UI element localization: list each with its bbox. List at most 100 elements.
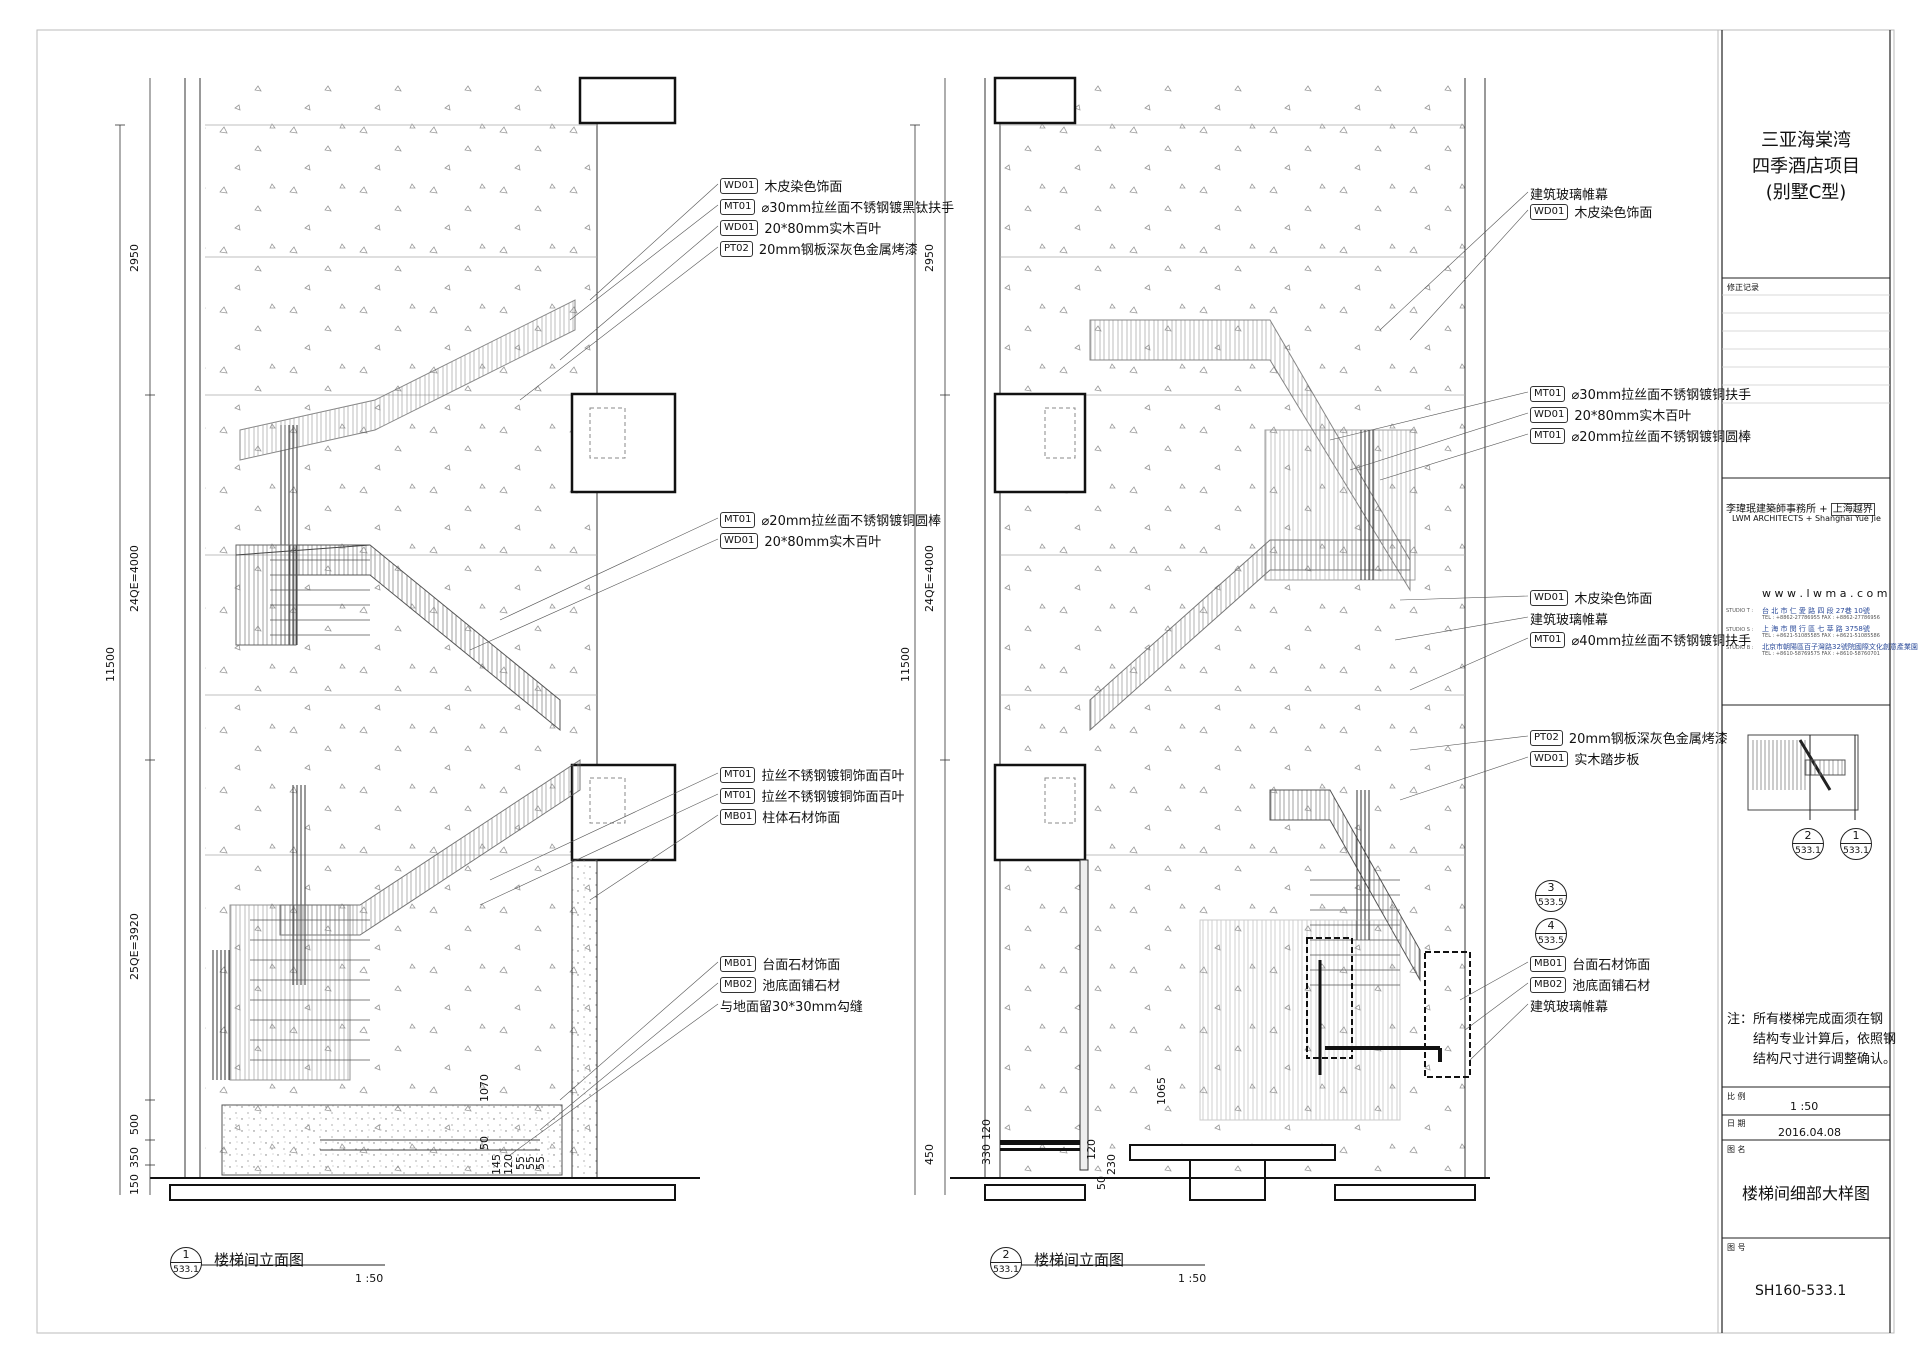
material-code: MT01 (1530, 385, 1566, 402)
dim-v2-50: 50 (1095, 1176, 1108, 1190)
dim-v1-4000: 24QE=4000 (128, 545, 141, 612)
drawing-name: 楼梯间细部大样图 (1742, 1184, 1871, 1203)
material-code: WD01 (1530, 589, 1569, 606)
dim-v2-1065: 1065 (1155, 1077, 1168, 1105)
studio-b-addr: 北京市朝陽區百子灣路32號院國際文化創意產業園 (1762, 643, 1918, 651)
material-label: 柱体石材饰面 (762, 811, 841, 826)
keyplan-ref-1-num: 1 (1841, 829, 1871, 844)
date-value: 2016.04.08 (1778, 1126, 1841, 1139)
material-label: 池底面铺石材 (762, 979, 841, 994)
view-2-num: 2 (991, 1248, 1021, 1263)
material-code: MT01 (720, 511, 756, 528)
section-ref-4-num: 4 (1536, 919, 1566, 934)
dim-v1-150: 150 (128, 1174, 141, 1195)
section-ref-3: 3 533.5 (1535, 880, 1567, 912)
drawing-no: SH160-533.1 (1755, 1283, 1847, 1299)
studio-s-tel: TEL : +8621-51085585 FAX : +8621-5108558… (1762, 633, 1880, 639)
material-code: MB01 (720, 955, 757, 972)
callout-v1-6: WD01 20*80mm实木百叶 (720, 531, 881, 550)
keyplan-ref-2: 2 533.1 (1792, 828, 1824, 860)
studio-t-addr: 台 北 市 仁 愛 路 四 段 27巷 10號 (1762, 607, 1870, 615)
date-label: 日 期 (1727, 1119, 1746, 1128)
view-1-scale: 1 :50 (355, 1272, 384, 1285)
dim-v1-3920: 25QE=3920 (128, 913, 141, 980)
material-code: PT02 (1530, 729, 1563, 746)
project-title-line1: 三亚海棠湾 (1761, 130, 1851, 151)
material-code: MB01 (1530, 955, 1567, 972)
material-label: 20*80mm实木百叶 (1574, 409, 1692, 424)
scale-label: 比 例 (1727, 1092, 1746, 1101)
studio-t-tel: TEL : +8862-27786955 FAX : +8862-2778695… (1762, 615, 1880, 621)
view-2-sheet: 533.1 (993, 1265, 1019, 1275)
project-title-line3: (别墅C型) (1765, 182, 1847, 203)
callout-v1-1: WD01 木皮染色饰面 (720, 176, 842, 195)
view-2-scale: 1 :50 (1178, 1272, 1207, 1285)
dim-v2-330: 330 (980, 1144, 993, 1165)
material-code: MT01 (1530, 631, 1566, 648)
studio-b-tel: TEL : +8610-58769575 FAX : +8610-5876070… (1762, 651, 1880, 657)
general-note-line1: 注：所有楼梯完成面须在钢 (1727, 1012, 1884, 1027)
general-note-line2: 结构专业计算后，依照钢 (1753, 1032, 1897, 1047)
firm-partner: 上海越界 (1830, 503, 1875, 516)
material-label: 台面石材饰面 (1572, 958, 1651, 973)
material-label: 建筑玻璃帷幕 (1530, 1000, 1609, 1015)
material-label: 与地面留30*30mm勾缝 (720, 1000, 863, 1015)
material-code: MT01 (720, 198, 756, 215)
dim-v1-2950: 2950 (128, 244, 141, 272)
material-label: 池底面铺石材 (1572, 979, 1651, 994)
material-label: 台面石材饰面 (762, 958, 841, 973)
material-label: 木皮染色饰面 (1574, 592, 1653, 607)
firm-website: w w w . l w m a . c o m (1762, 587, 1888, 600)
studio-s-addr: 上 海 市 閔 行 區 七 莘 路 3758號 (1762, 625, 1870, 633)
project-title-line2: 四季酒店项目 (1752, 156, 1860, 177)
material-label: ⌀40mm拉丝面不锈钢镀铜扶手 (1571, 634, 1752, 649)
callout-v2-13: 建筑玻璃帷幕 (1530, 996, 1608, 1015)
callout-v1-5: MT01⌀20mm拉丝面不锈钢镀铜圆棒 (720, 510, 941, 529)
callout-v2-3: MT01⌀30mm拉丝面不锈钢镀铜扶手 (1530, 384, 1751, 403)
section-ref-4-sheet: 533.5 (1538, 936, 1564, 946)
dim-v2-2950: 2950 (923, 244, 936, 272)
material-code: MB02 (1530, 976, 1567, 993)
material-label: 拉丝不锈钢镀铜饰面百叶 (761, 769, 905, 784)
dim-v1-55c: 55 (534, 1156, 547, 1170)
callout-v1-4: PT02 20mm钢板深灰色金属烤漆 (720, 239, 918, 258)
firm-name: 李瑋珉建築師事務所 + 上海越界 (1726, 500, 1890, 516)
material-code: MT01 (720, 787, 756, 804)
general-note-line3: 结构尺寸进行调整确认。 (1753, 1052, 1897, 1067)
material-code: MT01 (1530, 427, 1566, 444)
material-code: PT02 (720, 240, 753, 257)
material-label: 实木踏步板 (1574, 753, 1640, 768)
firm-plus: + (1819, 504, 1828, 515)
callout-v2-5: MT01 ⌀20mm拉丝面不锈钢镀铜圆棒 (1530, 426, 1751, 445)
keyplan-ref-1-sheet: 533.1 (1843, 846, 1869, 856)
material-label: ⌀30mm拉丝面不锈钢镀黑钛扶手 (761, 201, 955, 216)
material-label: 拉丝不锈钢镀铜饰面百叶 (761, 790, 905, 805)
scale-value: 1 :50 (1790, 1100, 1819, 1113)
dim-v1-1070: 1070 (478, 1074, 491, 1102)
view-1-title-text: 楼梯间立面图 (214, 1251, 305, 1269)
dim-v2-11500: 11500 (899, 647, 912, 682)
callout-v1-10: MB01 台面石材饰面 (720, 954, 840, 973)
dim-v2-230: 230 (1105, 1154, 1118, 1175)
material-code: MT01 (720, 766, 756, 783)
firm-name-en: LWM ARCHITECTS + Shanghai Yue Jie (1732, 514, 1881, 523)
callout-v1-11: MB02 池底面铺石材 (720, 975, 840, 994)
callout-v2-8: MT01 ⌀40mm拉丝面不锈钢镀铜扶手 (1530, 630, 1751, 649)
section-ref-4: 4 533.5 (1535, 918, 1567, 950)
dim-v1-350: 350 (128, 1147, 141, 1168)
material-label: 20*80mm实木百叶 (764, 535, 882, 550)
revision-label: 修正记录 (1727, 283, 1759, 292)
material-code: WD01 (720, 177, 759, 194)
dim-v2-120b: 120 (1085, 1139, 1098, 1160)
studio-s-label: STUDIO S : (1726, 627, 1754, 633)
material-label: ⌀20mm拉丝面不锈钢镀铜圆棒 (1571, 430, 1752, 445)
section-ref-3-num: 3 (1536, 881, 1566, 896)
material-label: 木皮染色饰面 (764, 180, 843, 195)
material-code: MB02 (720, 976, 757, 993)
material-label: 20mm钢板深灰色金属烤漆 (758, 243, 918, 258)
material-label: 20*80mm实木百叶 (764, 222, 882, 237)
material-code: WD01 (720, 532, 759, 549)
